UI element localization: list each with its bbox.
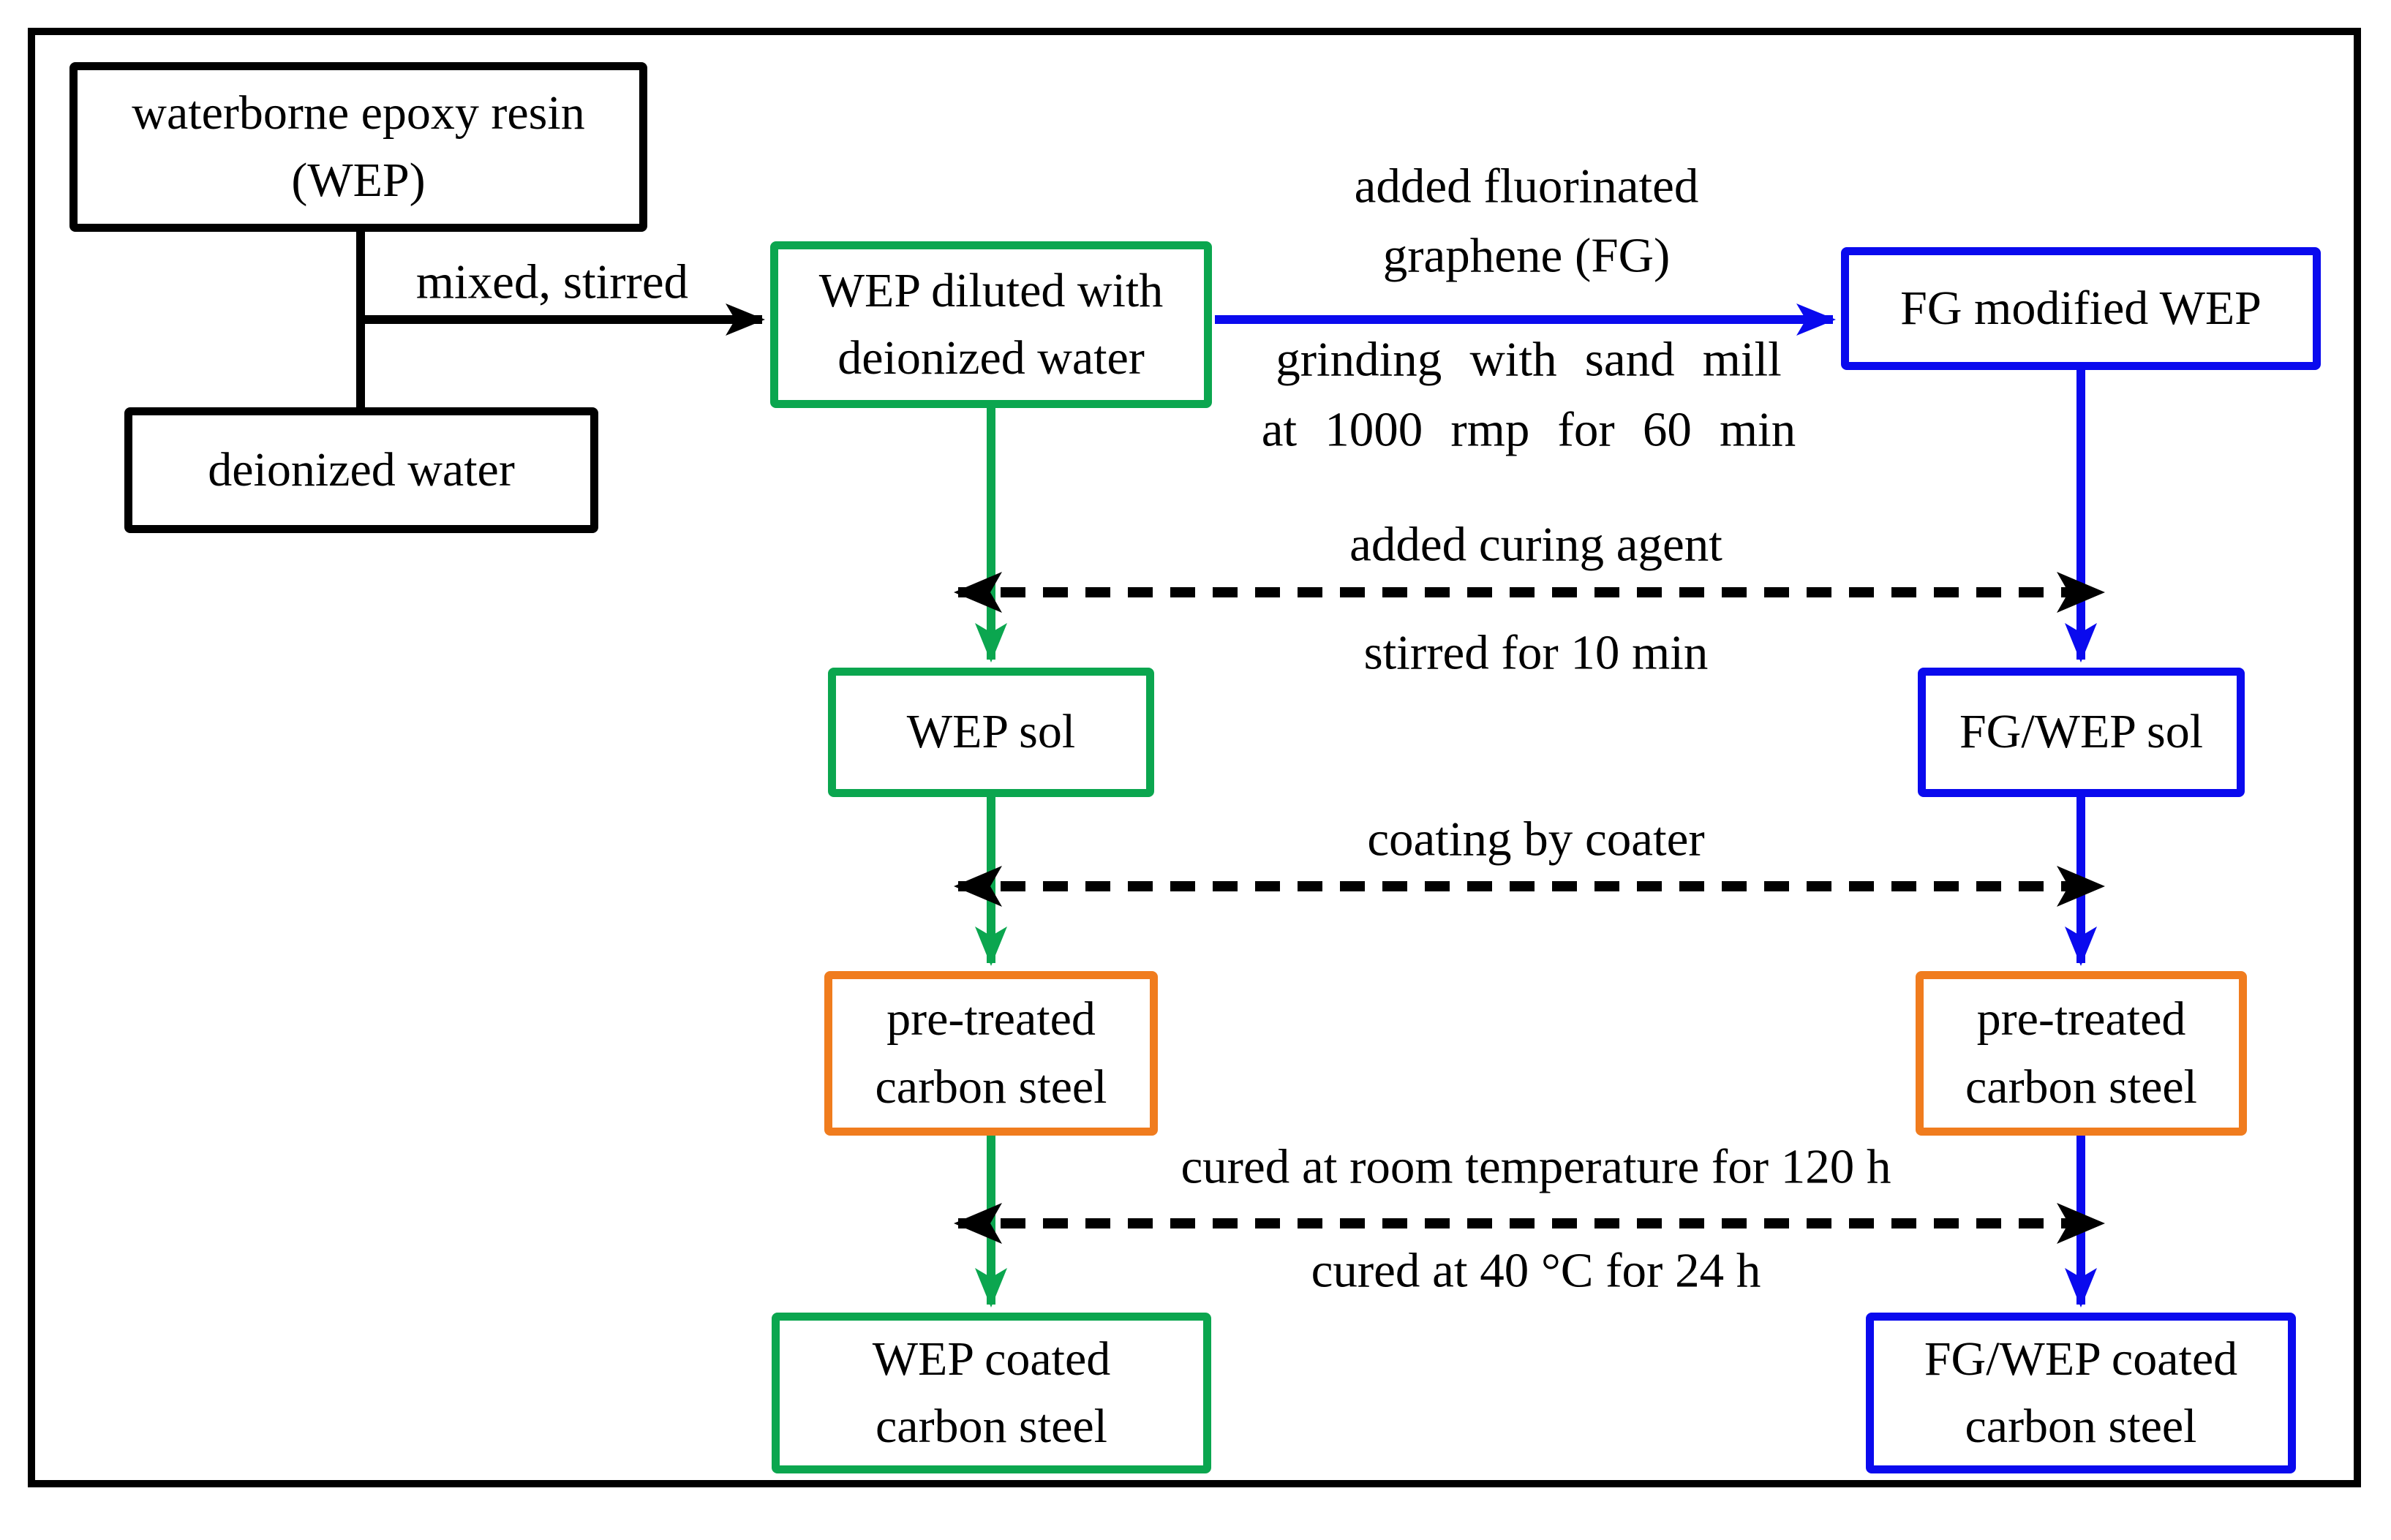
node-label: (WEP) (291, 154, 426, 207)
node-label: waterborne epoxy resin (132, 86, 585, 140)
node-fg-wep-sol: FG/WEP sol (1918, 668, 2245, 797)
node-fg-wep-coated-steel: FG/WEP coated carbon steel (1866, 1313, 2296, 1473)
node-deionized-water: deionized water (124, 407, 598, 533)
label-fg-addition-line1: added fluorinated (1354, 159, 1699, 214)
label-cured-40: cured at 40 °C for 24 h (1311, 1243, 1761, 1298)
node-pretreated-steel-right: pre-treated carbon steel (1916, 971, 2247, 1136)
node-label: WEP sol (906, 705, 1076, 759)
node-label: WEP diluted with (818, 263, 1164, 317)
node-wep-coated-steel: WEP coated carbon steel (772, 1313, 1211, 1473)
label-curing-agent: added curing agent (1349, 517, 1722, 572)
label-stirred: stirred for 10 min (1363, 625, 1709, 680)
node-label: carbon steel (875, 1060, 1107, 1114)
node-label: FG modified WEP (1900, 281, 2262, 335)
node-wep-diluted: WEP diluted with deionized water (770, 241, 1212, 408)
node-label: carbon steel (1965, 1060, 2197, 1114)
node-label: FG/WEP coated (1924, 1332, 2238, 1386)
node-label: pre-treated (1976, 992, 2186, 1046)
node-label: carbon steel (1965, 1400, 2197, 1453)
node-fg-modified-wep: FG modified WEP (1841, 247, 2321, 370)
node-pretreated-steel-left: pre-treated carbon steel (824, 971, 1158, 1136)
label-grinding-line2: at 1000 rmp for 60 min (1261, 402, 1796, 457)
node-label: deionized water (208, 442, 515, 497)
label-fg-addition-line2: graphene (FG) (1382, 228, 1671, 283)
node-label: carbon steel (875, 1400, 1107, 1453)
node-wep-sol: WEP sol (828, 668, 1154, 797)
figure-border (28, 28, 2361, 1487)
node-label: FG/WEP sol (1959, 705, 2204, 759)
label-cured-room: cured at room temperature for 120 h (1181, 1139, 1891, 1194)
label-grinding-line1: grinding with sand mill (1276, 332, 1782, 387)
node-waterborne-epoxy-resin: waterborne epoxy resin (WEP) (69, 62, 647, 232)
node-label: deionized water (837, 331, 1145, 385)
label-mixed-stirred: mixed, stirred (415, 254, 689, 309)
label-coating: coating by coater (1367, 812, 1705, 867)
node-label: WEP coated (872, 1332, 1111, 1386)
node-label: pre-treated (886, 992, 1096, 1046)
